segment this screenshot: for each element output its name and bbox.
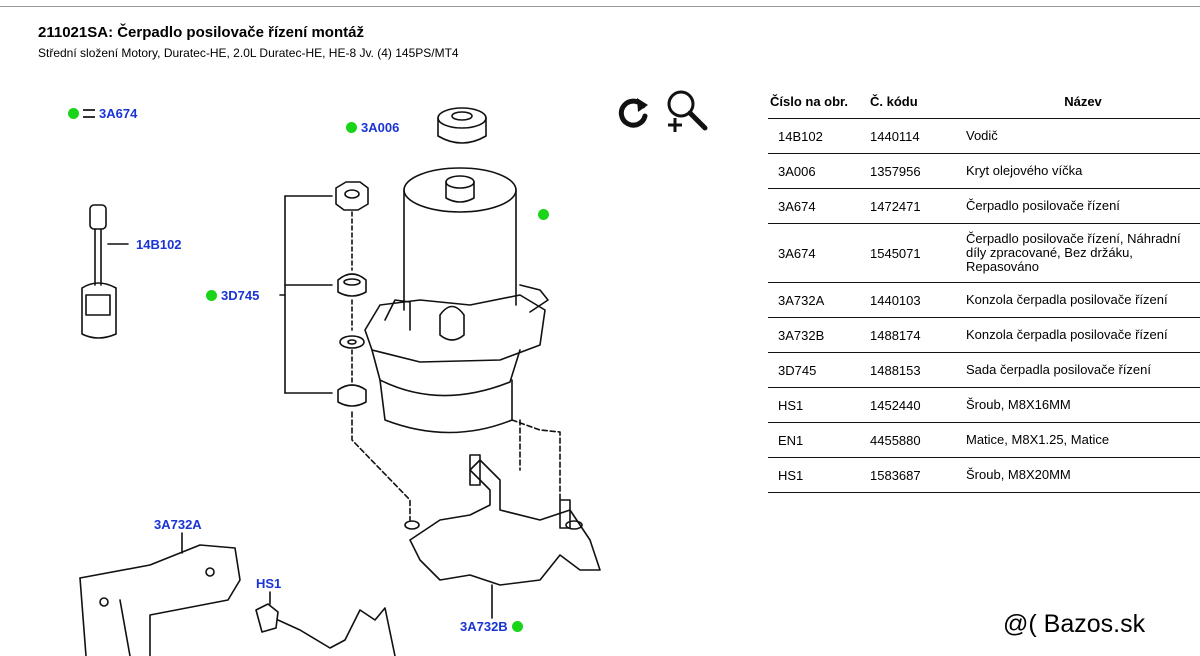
callout-3A006[interactable]: 3A006 <box>346 120 399 135</box>
kit-bracket-lines <box>107 195 333 394</box>
cell-code: 1452440 <box>870 387 966 423</box>
cell-ref: 3A732B <box>768 317 870 353</box>
table-row[interactable]: HS1 1583687 Šroub, M8X20MM <box>768 457 1200 493</box>
callout-label[interactable]: 3A732B <box>460 619 508 634</box>
marker-dot-icon <box>346 122 357 133</box>
pump-body-drawing <box>364 167 561 501</box>
callout-label[interactable]: HS1 <box>256 576 282 591</box>
top-divider <box>0 6 1200 7</box>
column-header-name: Název <box>966 84 1200 119</box>
table-row[interactable]: 3A674 1545071 Čerpadlo posilovače řízení… <box>768 223 1200 283</box>
callout-label[interactable]: 3A732A <box>154 517 202 532</box>
zoom-icon[interactable] <box>663 88 711 139</box>
cell-name: Vodič <box>966 118 1200 154</box>
callout-3A674[interactable]: 3A674 <box>68 106 137 121</box>
cell-ref: 3D745 <box>768 352 870 388</box>
cell-ref: 3A674 <box>768 223 870 283</box>
cell-ref: 3A732A <box>768 282 870 318</box>
cell-name: Čerpadlo posilovače řízení, Náhradní díl… <box>966 223 1200 283</box>
link-bar-icon <box>83 109 95 118</box>
cell-code: 1357956 <box>870 153 966 189</box>
cell-code: 1440103 <box>870 282 966 318</box>
cell-name: Šroub, M8X16MM <box>966 387 1200 423</box>
marker-dot-icon <box>511 621 523 632</box>
marker-dot-icon <box>68 108 79 119</box>
cell-ref: 3A674 <box>768 188 870 224</box>
cell-name: Čerpadlo posilovače řízení <box>966 188 1200 224</box>
cell-code: 1488174 <box>870 317 966 353</box>
cell-code: 1488153 <box>870 352 966 388</box>
table-header-row: Číslo na obr. Č. kódu Název <box>768 84 1200 119</box>
page-title: 211021SA: Čerpadlo posilovače řízení mon… <box>38 24 364 41</box>
callout-14B102[interactable]: 14B102 <box>136 237 182 252</box>
parts-table: Číslo na obr. Č. kódu Název 14B102 14401… <box>768 84 1200 493</box>
cell-name: Šroub, M8X20MM <box>966 457 1200 493</box>
watermark: @( Bazos.sk <box>1003 610 1146 638</box>
bracket-a-drawing <box>79 532 241 656</box>
cell-name: Kryt olejového víčka <box>966 153 1200 189</box>
bracket-b-drawing <box>404 454 601 619</box>
table-row[interactable]: 3A674 1472471 Čerpadlo posilovače řízení <box>768 188 1200 224</box>
cell-name: Konzola čerpadla posilovače řízení <box>966 282 1200 318</box>
callout-3A732A[interactable]: 3A732A <box>154 517 202 532</box>
callout-label[interactable]: 3D745 <box>221 288 260 303</box>
kit-hardware-drawing <box>335 181 411 521</box>
cell-ref: HS1 <box>768 457 870 493</box>
table-row[interactable]: 3A732A 1440103 Konzola čerpadla posilova… <box>768 282 1200 318</box>
cell-ref: HS1 <box>768 387 870 423</box>
callout-3D745[interactable]: 3D745 <box>206 288 259 303</box>
table-row[interactable]: HS1 1452440 Šroub, M8X16MM <box>768 387 1200 423</box>
marker-dot-icon <box>206 290 217 301</box>
refresh-icon[interactable] <box>615 92 651 137</box>
page-subtitle: Střední složení Motory, Duratec-HE, 2.0L… <box>38 46 459 60</box>
cell-code: 1583687 <box>870 457 966 493</box>
cell-code: 4455880 <box>870 422 966 458</box>
table-row[interactable]: 3A006 1357956 Kryt olejového víčka <box>768 153 1200 189</box>
cell-ref: 3A006 <box>768 153 870 189</box>
callout-label[interactable]: 14B102 <box>136 237 182 252</box>
callout-3A732B[interactable]: 3A732B <box>460 619 523 634</box>
cell-name: Sada čerpadla posilovače řízení <box>966 352 1200 388</box>
table-row[interactable]: 3A732B 1488174 Konzola čerpadla posilova… <box>768 317 1200 353</box>
cell-name: Matice, M8X1.25, Matice <box>966 422 1200 458</box>
oil-cap-drawing <box>437 107 487 144</box>
table-row[interactable]: EN1 4455880 Matice, M8X1.25, Matice <box>768 422 1200 458</box>
callout-label[interactable]: 3A674 <box>99 106 138 121</box>
bolt-drawing <box>255 591 396 656</box>
callout-pump-marker[interactable] <box>538 209 549 220</box>
callout-HS1[interactable]: HS1 <box>256 576 281 591</box>
table-row[interactable]: 3D745 1488153 Sada čerpadla posilovače ř… <box>768 352 1200 388</box>
cell-code: 1472471 <box>870 188 966 224</box>
table-row[interactable]: 14B102 1440114 Vodič <box>768 118 1200 154</box>
cell-ref: EN1 <box>768 422 870 458</box>
wire-drawing <box>81 204 117 339</box>
cell-ref: 14B102 <box>768 118 870 154</box>
callout-label[interactable]: 3A006 <box>361 120 400 135</box>
parts-diagram <box>79 107 601 656</box>
cell-code: 1545071 <box>870 223 966 283</box>
marker-dot-icon <box>538 209 549 220</box>
column-header-ref: Číslo na obr. <box>768 84 870 119</box>
cell-code: 1440114 <box>870 118 966 154</box>
cell-name: Konzola čerpadla posilovače řízení <box>966 317 1200 353</box>
column-header-code: Č. kódu <box>870 84 966 119</box>
